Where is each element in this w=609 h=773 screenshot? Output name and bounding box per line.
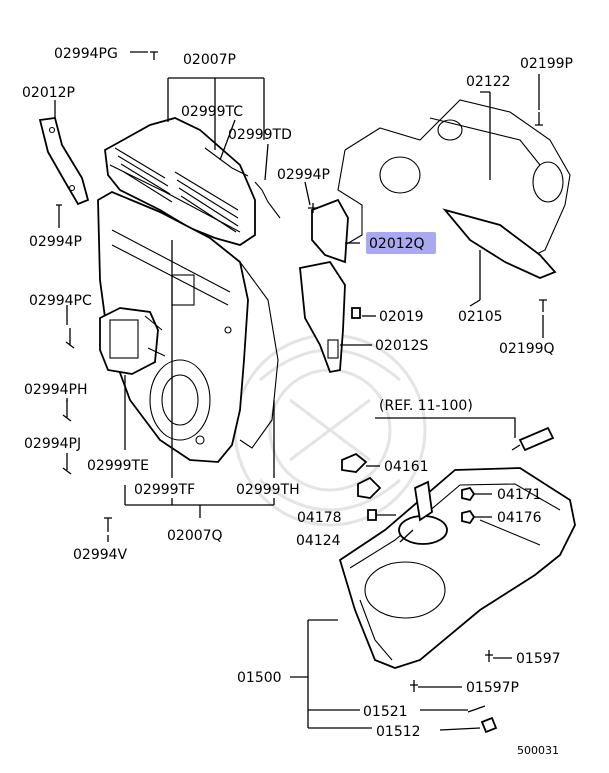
label-02999TE: 02999TE	[87, 458, 149, 474]
reference-note: (REF. 11-100)	[379, 398, 473, 414]
label-02999TF: 02999TF	[134, 482, 195, 498]
label-01512: 01512	[376, 724, 421, 740]
label-02012Q: 02012Q	[369, 236, 425, 252]
gasket-04161	[341, 452, 382, 499]
label-02019: 02019	[379, 309, 424, 325]
label-02994P-upper: 02994P	[277, 167, 330, 183]
bolt-02019	[351, 307, 361, 319]
leader-lines	[54, 51, 544, 731]
label-04124: 04124	[296, 533, 341, 549]
label-04178: 04178	[297, 510, 342, 526]
side-duct	[99, 307, 166, 375]
figure-number: 500031	[517, 744, 559, 757]
label-02007P: 02007P	[183, 52, 236, 68]
oil-pan	[338, 467, 576, 669]
label-02994PJ: 02994PJ	[24, 436, 81, 452]
rear-plate	[442, 208, 557, 279]
label-02994V: 02994V	[73, 547, 128, 563]
label-02999TC: 02999TC	[181, 104, 243, 120]
cover-gasket-upper	[204, 147, 249, 177]
part-labels: 02994PG 02007P 02012P 02999TC 02999TD 02…	[22, 46, 573, 757]
label-02105: 02105	[458, 309, 503, 325]
cover-gasket-seal	[254, 181, 281, 219]
label-02994PG: 02994PG	[54, 46, 118, 62]
label-02199Q: 02199Q	[499, 341, 555, 357]
label-01521: 01521	[363, 704, 408, 720]
label-01500: 01500	[237, 670, 282, 686]
label-01597: 01597	[516, 651, 561, 667]
nut-group	[367, 486, 498, 734]
bolt-group	[56, 51, 547, 692]
label-04176: 04176	[497, 510, 542, 526]
label-02999TD: 02999TD	[228, 127, 292, 143]
bracket-left	[38, 117, 90, 206]
rod-01521	[467, 705, 486, 713]
label-02007Q: 02007Q	[167, 528, 223, 544]
label-02994PH: 02994PH	[24, 382, 88, 398]
engine-block-outline	[337, 99, 571, 266]
cover-gasket	[239, 261, 279, 449]
label-02994PC: 02994PC	[29, 293, 92, 309]
upper-timing-cover	[104, 117, 256, 246]
label-02999TH: 02999TH	[236, 482, 300, 498]
highlight-02012Q	[366, 232, 436, 254]
sealant-tube	[511, 426, 555, 452]
rear-cover-small	[311, 198, 349, 264]
label-04161: 04161	[384, 459, 429, 475]
label-01597P: 01597P	[466, 680, 519, 696]
plate-02012S	[299, 260, 346, 374]
label-02122: 02122	[466, 74, 511, 90]
label-02012P: 02012P	[22, 85, 75, 101]
oil-strainer	[398, 480, 448, 545]
label-02012S: 02012S	[375, 338, 429, 354]
label-04171: 04171	[497, 487, 542, 503]
label-02994P-left: 02994P	[29, 234, 82, 250]
label-02199P: 02199P	[520, 56, 573, 72]
